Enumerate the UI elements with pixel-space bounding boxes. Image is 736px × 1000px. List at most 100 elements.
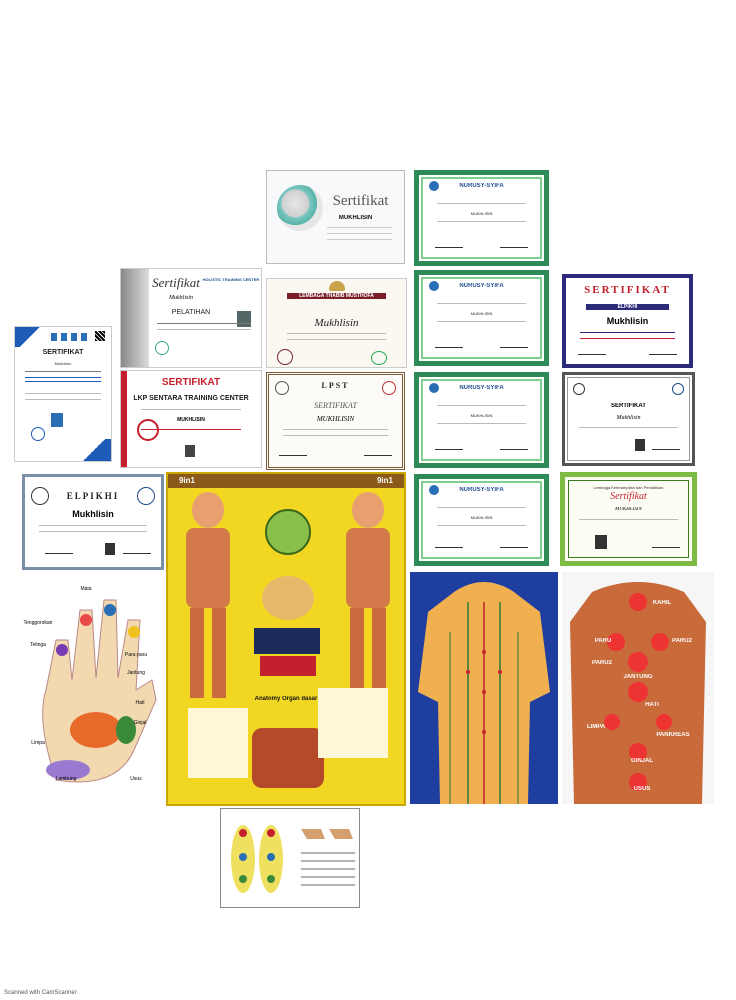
hand-label: Telinga [30,642,46,648]
logos [51,333,87,341]
certificate-8: SERTIFIKAT ELPIKHI Mukhlisin [562,274,693,368]
poster-header-label-right: 9in1 [376,476,393,485]
certificate-recipient: MUKHLISIN [615,507,642,512]
foot-reflexology-chart [220,808,360,908]
certificate-recipient: Mukhlisin [606,316,649,326]
photo [185,445,195,457]
organization-name: HOLISTIC TRAINING CENTER [202,277,260,282]
back-illustration [570,582,706,804]
certificate-title: Sertifikat [152,275,200,290]
certificate-recipient: Mukhlisin [54,361,72,366]
certificate-nurusy-2: NURUSY-SYIFA MUKHLISIN [414,270,549,366]
emblem [573,383,585,395]
scanner-watermark: Scanned with CamScanner [4,990,204,998]
certificate-title: LEMBAGA THABIB MUSTHOFA [287,293,386,299]
emblem [672,383,684,395]
poster-header [168,474,404,488]
hand-label: Limpa [31,740,45,746]
back-label: LIMPA [586,724,606,730]
emblem [329,281,345,291]
certificate-recipient: MUKHLISIN [177,417,205,423]
certificate-title: NURUSY-SYIFA [459,183,504,189]
photo [51,413,63,427]
back-label: PARU2 [672,638,692,644]
organization-name: LPST [321,381,350,390]
certificate-recipient: MUKHLISIN [470,515,493,520]
certificate-title: Sertifikat [332,193,389,209]
anatomy-figures [186,492,390,788]
qr-code [95,331,105,341]
certificate-recipient: MUKHLISIN [470,211,493,216]
back-organ-chart: KAHIL PARU PARU2 PARU2 JANTUNG HATI LIMP… [562,572,714,804]
poster-center-label: Anatomy Organ dasar [254,696,318,702]
certificate-7: ELPIKHI Mukhlisin [22,474,164,570]
back-label: KAHIL [652,600,672,606]
certificate-recipient: MUKHLISIN [338,215,373,221]
stamp [31,427,45,441]
footer-text: Scanned with CamScanner [4,990,77,996]
torso-meridian-chart [410,572,558,804]
certificate-logo [277,185,323,231]
emblem [31,487,49,505]
certificate-recipient: Mukhlisin [72,509,114,519]
hand-reflexology-chart: Tenggorokan Mata Telinga Paru-paru Jantu… [16,580,162,802]
hand-label: Lambung [55,776,77,782]
back-label: PANKREAS [656,732,690,738]
hand-label: Paru-paru [124,652,148,658]
ornament [121,371,127,467]
emblem [382,381,396,395]
certificate-2: Sertifikat HOLISTIC TRAINING CENTER Mukh… [120,268,262,368]
seal [371,351,387,365]
blue-corner [77,439,111,461]
certificate-title: Sertifikat [610,491,647,502]
photo [635,439,645,451]
poster-header-label-left: 9in1 [178,476,195,485]
certificate-4: SERTIFIKAT Mukhlisin [14,326,112,462]
certificate-recipient: MUKHLISIN [316,415,355,423]
hand-label: Usus [130,776,142,782]
back-label: HATI [645,702,659,708]
back-label: PARU [594,638,612,644]
blue-corner [15,327,45,347]
certificate-5: SERTIFIKAT LKP SENTARA TRAINING CENTER M… [120,370,262,468]
hand-label: Tenggorokan [23,620,53,626]
certificate-recipient: MUKHLISIN [470,311,493,316]
hand-label: Ginjal [133,720,147,726]
back-label: JANTUNG [623,674,653,680]
certificate-title: SERTIFIKAT [42,349,84,356]
certificate-9: SERTIFIKAT Mukhlisin [562,372,695,466]
hand-illustration [42,599,157,783]
back-label: GINJAL [630,758,653,764]
logo-icon [429,383,439,393]
photo [105,543,115,555]
certificate-title: SERTIFIKAT [611,403,646,409]
certificate-nurusy-3: NURUSY-SYIFA MUKHLISIN [414,372,549,468]
logo-icon [429,281,439,291]
certificate-3: LEMBAGA THABIB MUSTHOFA Mukhlisin [266,278,407,368]
certificate-10: Lembaga Keterampilan dan Pendidikan Sert… [560,472,697,566]
certificate-title: SERTIFIKAT [161,377,221,388]
certificate-nurusy-1: NURUSY-SYIFA MUKHLISIN [414,170,549,266]
certificate-title: NURUSY-SYIFA [459,487,504,493]
back-label: PARU2 [592,660,612,666]
logo-icon [429,485,439,495]
certificate-recipient: Mukhlisin [169,295,193,301]
anatomy-poster-9in1: 9in1 9in1 Anatomy Organ dasar [166,472,406,806]
emblem [137,487,155,505]
logo-icon [429,181,439,191]
torso-illustration [418,582,550,804]
seal [155,341,169,355]
event-label: PELATIHAN [171,309,211,316]
certificate-recipient: MUKHLISIN [470,413,493,418]
photo [595,535,607,549]
certificate-title: SERTIFIKAT [314,401,357,410]
certificate-nurusy-4: NURUSY-SYIFA MUKHLISIN [414,474,549,566]
organization-name: Lembaga Keterampilan dan Pendidikan [593,485,664,490]
organization-name: ELPIKHI [586,304,669,310]
certificate-6: LPST SERTIFIKAT MUKHLISIN [266,372,405,470]
organization-name: LKP SENTARA TRAINING CENTER [133,395,249,402]
ornament [121,269,149,367]
photo [237,311,251,327]
certificate-1: Sertifikat MUKHLISIN [266,170,405,264]
hand-label: Mata [80,586,92,592]
